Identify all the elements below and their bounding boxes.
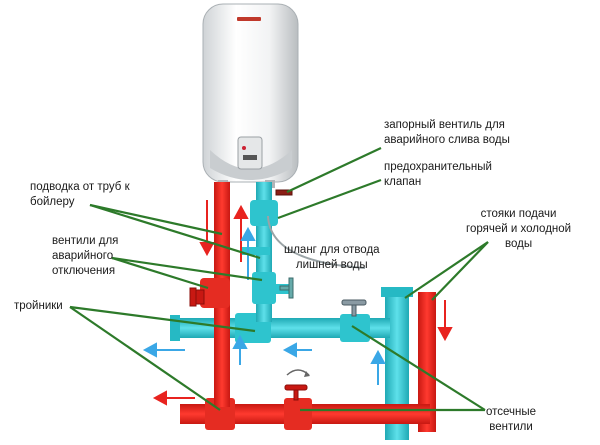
label-tees: тройники xyxy=(14,300,63,312)
hot-flow-arrow xyxy=(152,200,453,406)
valve-handle-icon xyxy=(341,299,367,317)
label-shutoff-drain-valve: запорный вентиль для аварийного слива во… xyxy=(384,119,510,146)
valve-handle-icon xyxy=(189,287,205,307)
brand-stripe xyxy=(237,17,261,21)
label-safety-valve: предохранительный клапан xyxy=(384,161,492,188)
label-risers: стояки подачи горячей и холодной воды xyxy=(466,208,572,250)
callout-leaders xyxy=(69,147,489,412)
hot-water-riser xyxy=(418,292,436,432)
label-supply-pipes: подводка от труб к бойлеру xyxy=(30,181,130,208)
drain-hose xyxy=(267,215,366,269)
label-drain-hose: шланг для отвода лишней воды xyxy=(284,244,380,271)
cold-flow-arrow xyxy=(142,226,386,385)
valve-handle-icon xyxy=(284,384,308,401)
label-emergency-valves: вентили для аварийного отключения xyxy=(52,235,119,277)
valve-handle-icon xyxy=(279,277,294,299)
valve-handle-icon xyxy=(275,189,293,196)
water-heater-icon xyxy=(202,3,299,188)
label-cutoff-valves: отсечные вентили xyxy=(486,406,537,433)
